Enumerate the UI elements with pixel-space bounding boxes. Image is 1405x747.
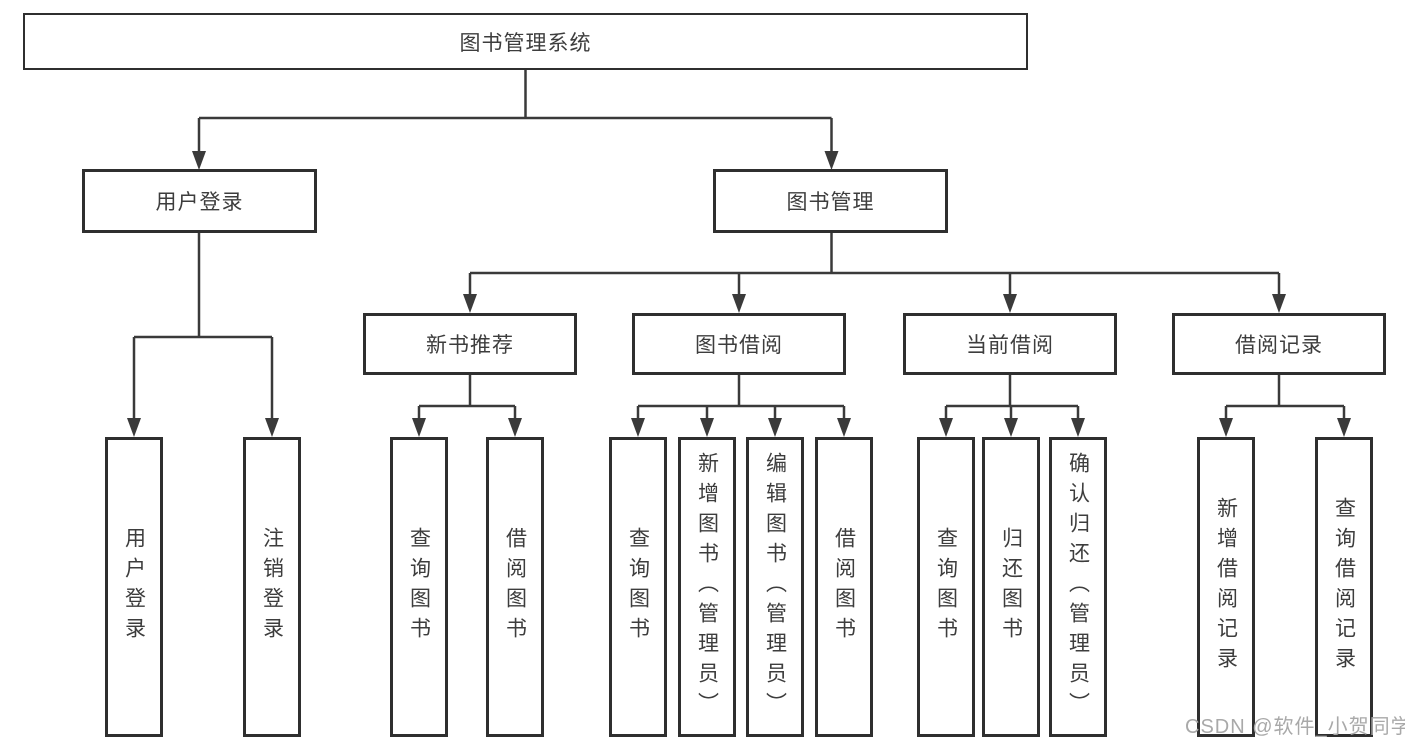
leaf-borrow-books: 借阅图书 [815, 437, 873, 737]
leaf-logout: 注销登录 [243, 437, 301, 737]
leaf-label: 归还图书 [999, 527, 1023, 647]
leaf-borrow-books-recommend: 借阅图书 [486, 437, 544, 737]
leaf-label: 查询图书 [407, 527, 431, 647]
wire-current-borrow-group [944, 375, 1080, 424]
leaf-label: 查询图书 [934, 527, 958, 647]
node-current-borrow: 当前借阅 [903, 313, 1117, 375]
node-book-borrow-label: 图书借阅 [695, 334, 783, 357]
node-book-borrow: 图书借阅 [632, 313, 846, 375]
leaf-label: 编辑图书（管理员） [763, 452, 787, 722]
leaf-label: 确认归还（管理员） [1066, 452, 1090, 722]
node-book-management: 图书管理 [713, 169, 948, 233]
node-user-login-label: 用户登录 [155, 191, 244, 214]
leaf-label: 查询借阅记录 [1332, 497, 1356, 677]
node-root: 图书管理系统 [23, 13, 1028, 70]
wire-book-mgmt-to-level3 [468, 233, 1281, 300]
leaf-label: 新增借阅记录 [1214, 497, 1238, 677]
leaf-edit-book-admin: 编辑图书（管理员） [746, 437, 804, 737]
node-current-borrow-label: 当前借阅 [966, 334, 1054, 357]
wire-user-login-group [132, 233, 274, 424]
leaf-label: 查询图书 [626, 527, 650, 647]
leaf-label: 注销登录 [260, 527, 284, 647]
node-borrow-records-label: 借阅记录 [1235, 334, 1323, 357]
leaf-label: 新增图书（管理员） [695, 452, 719, 722]
leaf-add-book-admin: 新增图书（管理员） [678, 437, 736, 737]
arrowheads [127, 151, 1351, 437]
leaf-label: 借阅图书 [832, 527, 856, 647]
node-borrow-records: 借阅记录 [1172, 313, 1386, 375]
wire-root-to-level2 [197, 70, 833, 156]
leaf-return-book: 归还图书 [982, 437, 1040, 737]
leaf-label: 借阅图书 [503, 527, 527, 647]
node-new-book-recommend-label: 新书推荐 [426, 334, 514, 357]
leaf-confirm-return-admin: 确认归还（管理员） [1049, 437, 1107, 737]
node-new-book-recommend: 新书推荐 [363, 313, 577, 375]
leaf-add-borrow-record: 新增借阅记录 [1197, 437, 1255, 737]
leaf-query-books-borrow: 查询图书 [609, 437, 667, 737]
leaf-label: 用户登录 [122, 527, 146, 647]
leaf-query-books-current: 查询图书 [917, 437, 975, 737]
csdn-watermark: CSDN @软件_小贺同学 [1185, 716, 1405, 738]
node-book-management-label: 图书管理 [786, 191, 875, 214]
leaf-query-borrow-record: 查询借阅记录 [1315, 437, 1373, 737]
leaf-query-books-recommend: 查询图书 [390, 437, 448, 737]
wire-borrow-records-group [1224, 375, 1346, 424]
wire-new-book-group [417, 375, 517, 424]
leaf-user-login: 用户登录 [105, 437, 163, 737]
node-user-login: 用户登录 [82, 169, 317, 233]
wire-book-borrow-group [636, 375, 846, 424]
node-root-label: 图书管理系统 [459, 31, 592, 55]
